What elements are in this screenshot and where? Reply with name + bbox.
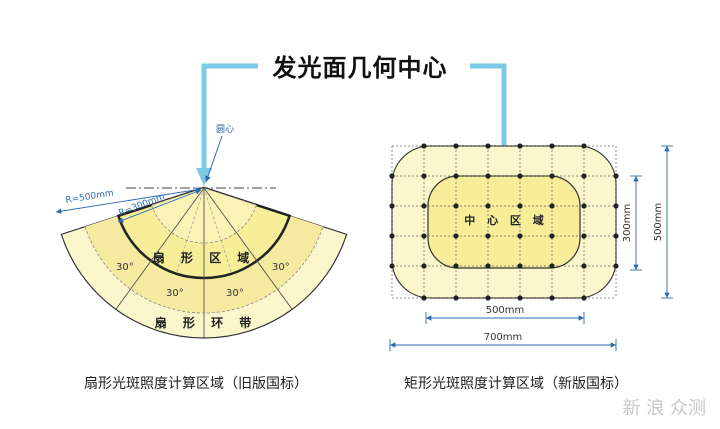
grid-dot <box>517 263 523 269</box>
height-outer-label: 500mm <box>653 203 664 242</box>
rect-grid-dots <box>389 143 619 301</box>
angle-label: 30° <box>272 262 290 273</box>
grid-dot <box>517 233 523 239</box>
grid-dot <box>389 203 395 209</box>
grid-dot <box>421 143 427 149</box>
grid-dot <box>581 203 587 209</box>
grid-dot <box>549 143 555 149</box>
grid-dot <box>549 173 555 179</box>
grid-dot <box>613 233 619 239</box>
width-inner-label: 500mm <box>486 305 525 316</box>
sector-diagram: 圆心 R=500mm R=300mm 扇 形 区 域 扇 形 环 带 30° 3… <box>55 124 348 339</box>
center-pointer <box>205 135 223 183</box>
height-inner-label: 300mm <box>622 204 633 243</box>
width-outer-label: 700mm <box>484 332 523 343</box>
grid-dot <box>485 233 491 239</box>
grid-dot <box>581 233 587 239</box>
grid-dot <box>389 263 395 269</box>
grid-dot <box>485 173 491 179</box>
grid-dot <box>549 295 555 301</box>
grid-dot <box>421 263 427 269</box>
grid-dot <box>613 263 619 269</box>
rect-caption: 矩形光斑照度计算区域（新版国标） <box>404 376 628 392</box>
grid-dot <box>421 203 427 209</box>
grid-dot <box>581 263 587 269</box>
grid-dot <box>485 203 491 209</box>
grid-dot <box>453 203 459 209</box>
center-label: 圆心 <box>216 124 234 135</box>
grid-dot <box>581 295 587 301</box>
grid-dot <box>485 143 491 149</box>
sector-inner-zone-label: 扇 形 区 域 <box>153 250 256 265</box>
grid-dot <box>613 203 619 209</box>
grid-dot <box>517 295 523 301</box>
grid-dot <box>421 173 427 179</box>
grid-dot <box>581 143 587 149</box>
grid-dot <box>453 143 459 149</box>
r-outer-label: R=500mm <box>65 188 114 205</box>
grid-dot <box>613 173 619 179</box>
grid-dot <box>549 203 555 209</box>
grid-dot <box>517 173 523 179</box>
sector-caption: 扇形光斑照度计算区域（旧版国标） <box>84 376 308 392</box>
main-title: 发光面几何中心 <box>272 54 448 82</box>
watermark: 新 浪 众测 <box>623 398 706 419</box>
grid-dot <box>517 203 523 209</box>
r-inner-dim <box>117 189 202 223</box>
grid-dot <box>453 263 459 269</box>
grid-dot <box>453 233 459 239</box>
sector-minor-radial <box>203 187 233 274</box>
grid-dot <box>581 173 587 179</box>
grid-dot <box>421 233 427 239</box>
grid-dot <box>517 143 523 149</box>
grid-dot <box>389 233 395 239</box>
rect-diagram: 中 心 区 域 500mm 700mm 300mm 500mm <box>389 143 673 351</box>
grid-dot <box>453 295 459 301</box>
rect-grid <box>391 145 617 299</box>
rect-center-zone-label: 中 心 区 域 <box>464 213 548 227</box>
angle-label: 30° <box>226 288 244 299</box>
grid-dot <box>485 295 491 301</box>
grid-dot <box>421 295 427 301</box>
sector-outer-zone-label: 扇 形 环 带 <box>155 315 258 330</box>
sector-dash-arc <box>84 226 324 314</box>
grid-dot <box>549 233 555 239</box>
sector-mid-ring <box>85 215 323 313</box>
grid-dot <box>549 263 555 269</box>
grid-dot <box>389 173 395 179</box>
grid-dot <box>453 173 459 179</box>
grid-dot <box>485 263 491 269</box>
angle-label: 30° <box>166 288 184 299</box>
angle-label: 30° <box>116 262 134 273</box>
